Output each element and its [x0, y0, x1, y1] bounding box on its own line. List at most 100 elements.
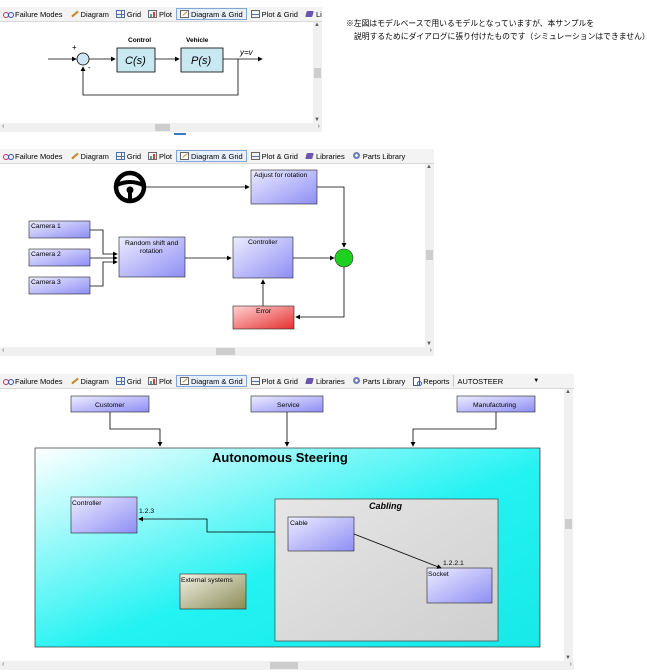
- toolbar: Failure Modes Diagram Grid Plot Diagram …: [0, 7, 322, 22]
- focus-indicator: [174, 133, 186, 135]
- tab-plot[interactable]: Plot: [145, 375, 175, 387]
- diagram-panel-1: Failure Modes Diagram Grid Plot Diagram …: [0, 7, 322, 132]
- tab-plot-grid[interactable]: Plot & Grid: [248, 8, 301, 20]
- scroll-right-icon[interactable]: ›: [569, 661, 572, 668]
- grid-icon: [115, 377, 125, 385]
- camera-1-block[interactable]: [28, 220, 91, 239]
- control-loop-diagram: + - Control Vehicle C(s) P(s) y=v: [48, 37, 263, 96]
- toolbar: Failure Modes Diagram Grid Plot Diagram …: [0, 374, 574, 389]
- control-label: Control: [128, 37, 151, 44]
- chevron-down-icon: ▼: [533, 378, 540, 384]
- controller-block[interactable]: [232, 236, 294, 279]
- socket-label: Socket: [428, 571, 449, 578]
- model-dropdown[interactable]: AUTOSTEER▼: [453, 375, 542, 387]
- random-shift-block[interactable]: [118, 236, 186, 278]
- diagram-canvas[interactable]: Adjust for rotation Camera 1 Camera 2 Ca…: [0, 164, 425, 347]
- vertical-scrollbar[interactable]: ▲ ▼: [564, 389, 573, 661]
- tab-plot[interactable]: Plot: [145, 150, 175, 162]
- scroll-left-icon[interactable]: ‹: [2, 347, 5, 354]
- plot-grid-icon: [250, 377, 260, 385]
- service-label: Service: [277, 402, 300, 409]
- scroll-right-icon[interactable]: ›: [429, 347, 432, 354]
- scroll-thumb[interactable]: [270, 662, 298, 669]
- output-label: y=v: [239, 48, 254, 57]
- tab-diagram-grid[interactable]: Diagram & Grid: [175, 8, 247, 20]
- cable-block[interactable]: [287, 516, 355, 552]
- tab-grid[interactable]: Grid: [113, 8, 144, 20]
- failure-modes-icon: [3, 10, 14, 18]
- tab-diagram-grid[interactable]: Diagram & Grid: [175, 150, 247, 162]
- scroll-thumb[interactable]: [155, 124, 170, 131]
- tab-parts-library[interactable]: Parts Library: [349, 375, 409, 387]
- plot-icon: [148, 10, 158, 18]
- controller-block[interactable]: [70, 496, 138, 534]
- tab-libraries[interactable]: Libraries: [302, 150, 348, 162]
- tab-plot-grid[interactable]: Plot & Grid: [248, 375, 301, 387]
- tab-reports[interactable]: Reports: [409, 375, 452, 387]
- reports-icon: [412, 377, 423, 386]
- scroll-down-icon[interactable]: ▼: [314, 117, 320, 123]
- controller-block[interactable]: [116, 47, 156, 73]
- plus-sign: +: [72, 43, 77, 52]
- tab-plot[interactable]: Plot: [145, 8, 175, 20]
- scroll-left-icon[interactable]: ‹: [2, 661, 5, 668]
- manufacturing-label: Manufacturing: [473, 402, 516, 409]
- customer-label: Customer: [95, 402, 125, 409]
- camera-3-block[interactable]: [28, 276, 91, 295]
- external-systems-block[interactable]: [179, 573, 247, 610]
- pencil-icon: [70, 377, 79, 385]
- toolbar: Failure Modes Diagram Grid Plot Diagram …: [0, 149, 434, 164]
- sum-junction[interactable]: [334, 248, 354, 268]
- scroll-thumb[interactable]: [314, 68, 321, 78]
- scroll-thumb[interactable]: [565, 519, 572, 529]
- horizontal-scrollbar[interactable]: ‹ ›: [0, 661, 574, 670]
- steering-wheel-icon[interactable]: [113, 170, 147, 204]
- plot-grid-icon: [250, 10, 260, 18]
- diagram-canvas[interactable]: + - Control Vehicle C(s) P(s) y=v: [0, 22, 313, 123]
- tab-diagram[interactable]: Diagram: [67, 8, 112, 20]
- scroll-up-icon[interactable]: ▲: [565, 389, 571, 395]
- scroll-up-icon[interactable]: ▲: [426, 164, 432, 170]
- tab-grid[interactable]: Grid: [113, 375, 144, 387]
- plant-block[interactable]: [180, 47, 224, 73]
- group-title: Autonomous Steering: [212, 450, 348, 465]
- scroll-down-icon[interactable]: ▼: [565, 655, 571, 661]
- tab-diagram-grid[interactable]: Diagram & Grid: [175, 375, 247, 387]
- link-label-2: 1.2.2.1: [443, 560, 464, 567]
- scroll-down-icon[interactable]: ▼: [426, 341, 432, 347]
- diagram-canvas[interactable]: Customer Service Manufacturing Autonomou…: [0, 389, 564, 661]
- vertical-scrollbar[interactable]: ▲ ▼: [313, 22, 322, 123]
- tab-failure-modes[interactable]: Failure Modes: [0, 150, 66, 162]
- tab-grid[interactable]: Grid: [113, 150, 144, 162]
- pencil-icon: [70, 152, 79, 160]
- tab-libraries[interactable]: Libraries: [302, 8, 322, 20]
- controller-label: Controller: [72, 500, 102, 507]
- cabling-title: Cabling: [369, 501, 403, 511]
- tab-failure-modes[interactable]: Failure Modes: [0, 375, 66, 387]
- scroll-thumb[interactable]: [426, 250, 433, 260]
- tab-diagram[interactable]: Diagram: [67, 150, 112, 162]
- tab-libraries[interactable]: Libraries: [302, 375, 348, 387]
- tab-plot-grid[interactable]: Plot & Grid: [248, 150, 301, 162]
- scroll-up-icon[interactable]: ▲: [314, 22, 320, 28]
- tab-failure-modes[interactable]: Failure Modes: [0, 8, 66, 20]
- diagram-grid-icon: [179, 377, 189, 385]
- scroll-thumb[interactable]: [216, 348, 235, 355]
- minus-sign: -: [88, 63, 91, 72]
- random-label-line1: Random shift and: [125, 240, 178, 247]
- autonomous-steering-diagram: Customer Service Manufacturing Autonomou…: [34, 395, 541, 648]
- horizontal-scrollbar[interactable]: ‹ ›: [0, 123, 322, 132]
- vertical-scrollbar[interactable]: ▲ ▼: [425, 164, 434, 347]
- cable-label: Cable: [290, 520, 308, 527]
- tab-parts-library[interactable]: Parts Library: [349, 150, 409, 162]
- scroll-left-icon[interactable]: ‹: [2, 123, 5, 130]
- socket-block[interactable]: [426, 567, 493, 604]
- explanatory-note: ※左図はモデルベースで用いるモデルとなっていますが、本サンプルを 説明するために…: [346, 19, 647, 41]
- error-block[interactable]: [232, 305, 295, 330]
- tab-diagram[interactable]: Diagram: [67, 375, 112, 387]
- camera-2-block[interactable]: [28, 248, 91, 267]
- autosteer-control-diagram: Adjust for rotation Camera 1 Camera 2 Ca…: [28, 169, 354, 330]
- vehicle-label: Vehicle: [186, 37, 209, 44]
- horizontal-scrollbar[interactable]: ‹ ›: [0, 347, 434, 356]
- scroll-right-icon[interactable]: ›: [317, 123, 320, 130]
